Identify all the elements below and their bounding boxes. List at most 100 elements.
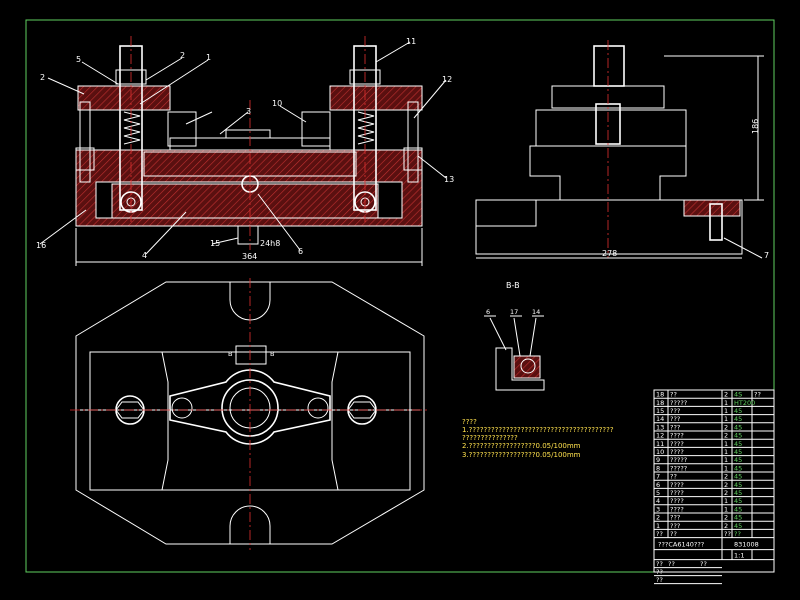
- parts-list-cell: 18: [656, 399, 664, 407]
- fit-label: 24h8: [260, 239, 280, 248]
- callout-1: 1: [206, 53, 211, 62]
- side-callout-7: 7: [764, 251, 769, 260]
- width-dim-label: 364: [242, 252, 257, 261]
- parts-list-cell: HT200: [734, 399, 755, 407]
- section-bb: B-B 6 17 14: [484, 281, 545, 391]
- parts-list-cell: 2: [724, 423, 728, 431]
- section-ring-icon: [520, 358, 536, 374]
- parts-list-cell: 45: [734, 464, 742, 472]
- right-clamp: [301, 111, 331, 147]
- technical-notes: ???? 1.?????????????????????????????????…: [462, 418, 614, 459]
- notes-line-3: 2.??????????????????0.05/100mm: [462, 442, 581, 450]
- drawing-number: 831008: [734, 541, 759, 549]
- title-header-cell: 18: [656, 391, 664, 399]
- parts-list-cell: 6: [656, 481, 660, 489]
- parts-list-cell: ?????: [670, 399, 687, 407]
- footer-cell: ??: [656, 568, 663, 576]
- parts-list-cell: 45: [734, 489, 742, 497]
- parts-list-cell: ???: [670, 415, 680, 423]
- title-header-cell: ??: [754, 391, 761, 399]
- parts-list-cell: ?????: [670, 464, 687, 472]
- height-dim-label: 186: [751, 119, 760, 134]
- parts-list-cell: 2: [724, 473, 728, 481]
- callout-3: 3: [246, 107, 251, 116]
- lever-beam: [111, 183, 379, 219]
- parts-list-cell: 1: [724, 456, 728, 464]
- side-top-post: [593, 45, 625, 87]
- left-spring: [123, 111, 141, 145]
- parts-list-cell: 45: [734, 505, 742, 513]
- parts-list-cell: 14: [656, 415, 664, 423]
- plan-outline: [75, 281, 425, 545]
- callout-16: 16: [36, 241, 46, 250]
- plan-right-block: [331, 351, 410, 491]
- callout-13: 13: [444, 175, 454, 184]
- plan-view: B B: [70, 278, 430, 550]
- left-top-plate: [77, 85, 171, 111]
- parts-list-cell: ????: [670, 489, 684, 497]
- parts-list-cell: ??: [656, 530, 663, 538]
- parts-list-cell: ???: [670, 522, 680, 530]
- callout-2b: 2: [40, 73, 45, 82]
- right-spring: [357, 111, 375, 145]
- parts-list-cell: 11: [656, 440, 664, 448]
- notes-title: ????: [462, 418, 477, 426]
- parts-list-cell: 45: [734, 456, 742, 464]
- section-callout-14: 14: [532, 308, 540, 316]
- parts-list-cell: 4: [656, 497, 660, 505]
- parts-list-cell: 45: [734, 415, 742, 423]
- callout-12: 12: [442, 75, 452, 84]
- title-block-frame: [653, 389, 775, 573]
- parts-list-cell: 45: [734, 481, 742, 489]
- callout-5: 5: [76, 55, 81, 64]
- footer-cell: ??: [668, 560, 675, 568]
- callout-11: 11: [406, 37, 416, 46]
- title-header-cell: 2: [724, 391, 728, 399]
- side-view: 186 278 7: [475, 40, 769, 260]
- parts-list-cell: 45: [734, 448, 742, 456]
- section-mark-box: [235, 345, 267, 365]
- section-title: B-B: [506, 281, 520, 290]
- side-left-step: [475, 199, 537, 227]
- parts-list-cell: 45: [734, 522, 742, 530]
- parts-list-cell: 2: [656, 514, 660, 522]
- right-pin-icon: [307, 397, 329, 419]
- parts-list-cell: ????: [670, 440, 684, 448]
- parts-list-cell: 2: [724, 514, 728, 522]
- parts-list-cell: 1: [724, 415, 728, 423]
- parts-list-cell: 1: [724, 497, 728, 505]
- side-width-dim-label: 278: [602, 249, 617, 258]
- parts-list-cell: ??: [670, 530, 677, 538]
- parts-list-cell: 1: [724, 464, 728, 472]
- parts-list-cell: 1: [724, 407, 728, 415]
- parts-list-cell: 3: [656, 505, 660, 513]
- left-clamp: [167, 111, 197, 147]
- side-bolt: [709, 203, 723, 241]
- parts-list-cell: ????: [670, 505, 684, 513]
- center-block: [225, 129, 271, 139]
- bottom-u-slot: [229, 505, 271, 544]
- parts-list-cell: 45: [734, 407, 742, 415]
- parts-list-cell: 1: [656, 522, 660, 530]
- parts-list-cell: ????: [670, 448, 684, 456]
- section-callout-6: 6: [486, 308, 490, 316]
- parts-list-cell: 9: [656, 456, 660, 464]
- parts-list-cell: 13: [656, 423, 664, 431]
- left-stud-nut: [75, 147, 95, 171]
- right-post-cap: [349, 69, 381, 85]
- title-header-cell: ??: [670, 391, 677, 399]
- side-upper-block: [535, 109, 687, 147]
- footer-cell: ??: [700, 560, 707, 568]
- parts-list-cell: ??: [670, 473, 677, 481]
- locating-pin: [237, 225, 259, 245]
- left-pin-icon: [171, 397, 193, 419]
- callout-10: 10: [272, 99, 282, 108]
- parts-list-cell: 1: [724, 505, 728, 513]
- parts-list-cell: 2: [724, 522, 728, 530]
- callout-15: 15: [210, 239, 220, 248]
- notes-line-1: 1.??????????????????????????????????????…: [462, 426, 614, 434]
- section-mark-right: B: [270, 350, 274, 358]
- notes-line-2: ???????????????: [462, 434, 518, 442]
- parts-list-cell: 1: [724, 440, 728, 448]
